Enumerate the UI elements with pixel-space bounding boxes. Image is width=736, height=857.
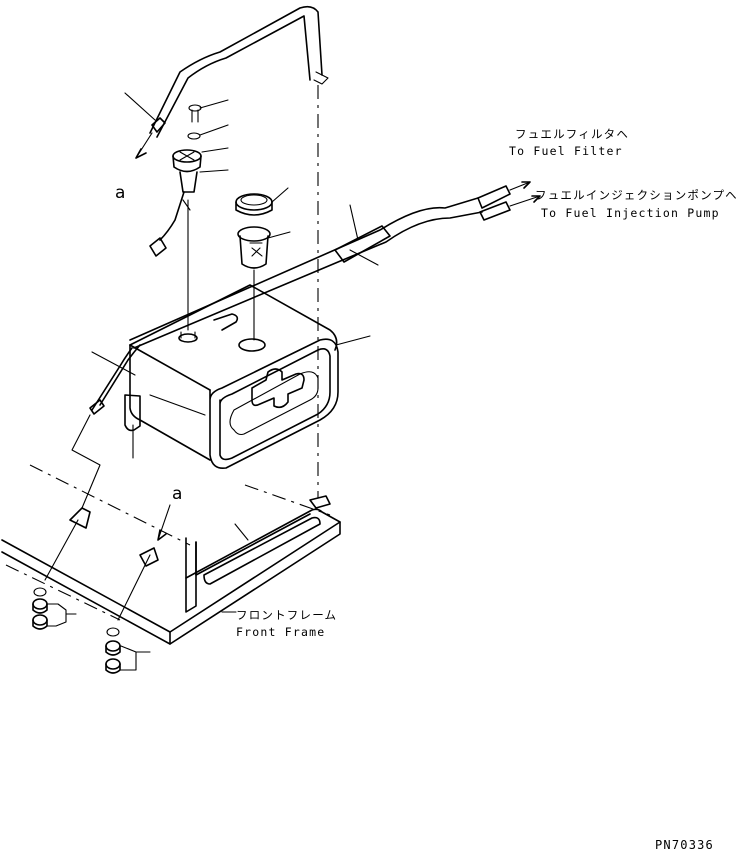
label-front-frame-jp: フロントフレーム [236, 608, 338, 622]
label-ref-a-top: a [115, 183, 126, 203]
filler-cap-part [172, 149, 202, 173]
label-injection-pump-en: To Fuel Injection Pump [541, 206, 720, 220]
fuel-gauge-part [149, 171, 198, 257]
bolt-part [188, 104, 202, 123]
leader-pipe-lower [349, 249, 379, 266]
arrow-to-a-bottom [157, 504, 171, 541]
leader-pipe-upper [349, 204, 359, 241]
fuel-tank [124, 284, 339, 470]
label-fuel-filter-en: To Fuel Filter [509, 144, 623, 158]
cap-leaders [199, 99, 229, 173]
label-ref-a-bottom: a [172, 484, 183, 504]
leader-tank-side [91, 351, 136, 376]
washer-part [187, 132, 201, 140]
strainer-cap-part [235, 187, 289, 216]
strainer-part [237, 226, 291, 269]
front-frame [1, 508, 341, 645]
upper-strap [149, 5, 329, 138]
center-lines [5, 85, 331, 621]
label-fuel-filter-jp: フュエルフィルタヘ [515, 127, 630, 141]
leader-upper-strap [124, 92, 156, 121]
drain-hose [89, 344, 141, 415]
label-front-frame-en: Front Frame [236, 625, 326, 639]
fuel-pipe [129, 181, 541, 349]
frame-bolt [309, 495, 331, 509]
drawing-number: PN70336 [655, 838, 714, 852]
arrow-to-a-top [135, 132, 153, 159]
label-injection-pump-jp: フュエルインジェクションポンプヘ [535, 188, 736, 202]
leader-tank-end [335, 335, 371, 346]
leader-tank-body [149, 394, 206, 416]
band-right [105, 547, 159, 674]
band-left [32, 414, 101, 630]
